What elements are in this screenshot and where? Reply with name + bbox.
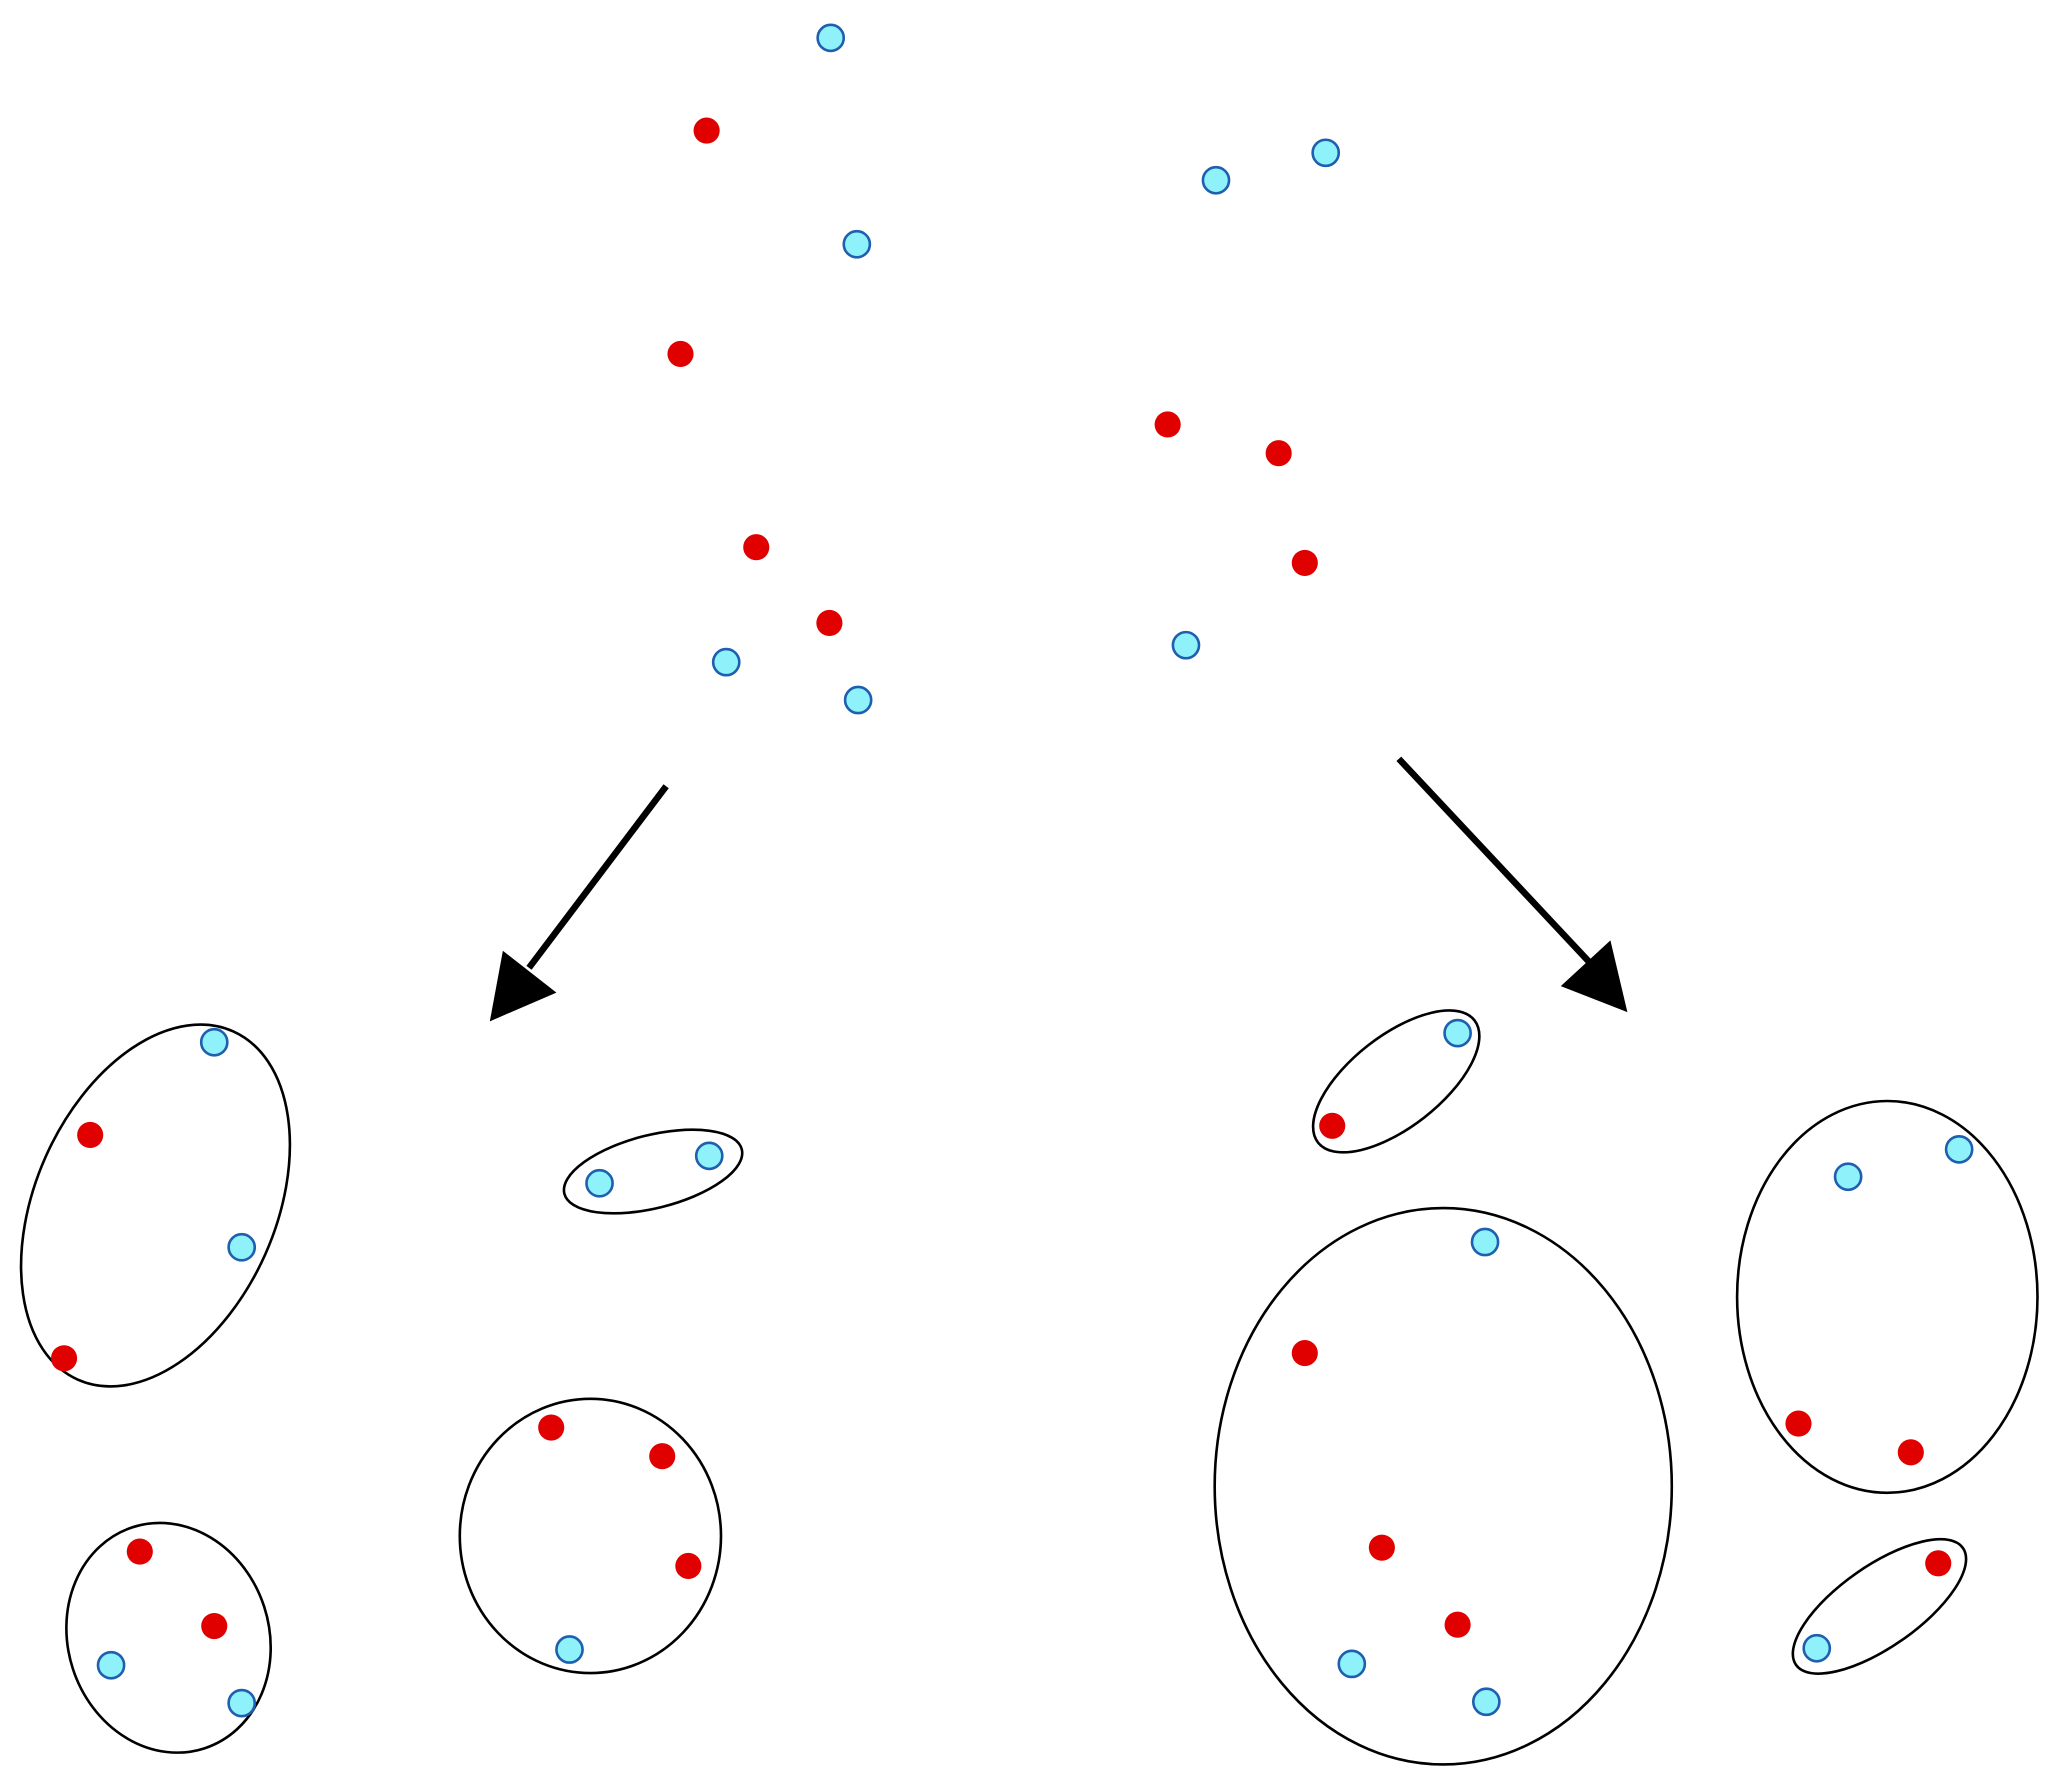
cluster-ellipse	[65, 1521, 273, 1754]
cyan-point	[1337, 1649, 1367, 1679]
arrows	[489, 756, 1628, 1022]
cyan-point	[96, 1650, 126, 1680]
red-point	[1444, 1611, 1471, 1638]
cyan-point	[555, 1635, 584, 1664]
cyan-point	[1470, 1227, 1500, 1257]
cyan-point	[1833, 1162, 1863, 1192]
red-point	[1785, 1410, 1812, 1437]
cyan-point	[227, 1688, 257, 1718]
cluster-ellipse	[458, 1397, 723, 1675]
red-point	[1291, 549, 1318, 576]
red-point	[649, 1443, 676, 1470]
cluster	[1213, 1206, 1674, 1766]
cluster-ellipse	[562, 1128, 744, 1215]
cyan-point	[1471, 1687, 1501, 1717]
cyan-point	[843, 685, 873, 715]
red-point	[1291, 1340, 1318, 1367]
red-point	[675, 1552, 702, 1580]
top-point-cloud	[667, 23, 1341, 715]
cluster	[65, 1521, 273, 1754]
cyan-point	[1201, 165, 1231, 195]
arrow-left	[526, 784, 669, 970]
red-point	[816, 609, 843, 637]
red-point	[1897, 1439, 1924, 1466]
arrow-right-head	[1560, 940, 1628, 1013]
cluster	[19, 1023, 292, 1388]
red-point	[126, 1538, 153, 1565]
red-point	[1154, 411, 1181, 438]
red-point	[1368, 1534, 1395, 1561]
cyan-point	[1171, 630, 1201, 660]
red-point	[77, 1121, 104, 1149]
cyan-point	[1443, 1018, 1472, 1048]
red-point	[1925, 1550, 1952, 1577]
arrow-right	[1396, 756, 1596, 969]
cluster-ellipse	[19, 1023, 292, 1388]
red-point	[1319, 1112, 1346, 1139]
red-point	[201, 1612, 228, 1640]
cluster-ellipse	[1311, 1009, 1481, 1154]
cluster-ellipse	[1791, 1537, 1968, 1675]
cluster	[1311, 1009, 1481, 1154]
cyan-point	[694, 1141, 724, 1171]
cluster	[458, 1397, 723, 1675]
cyan-point	[227, 1232, 257, 1262]
red-point	[538, 1414, 565, 1441]
cluster-ellipse	[1213, 1206, 1674, 1766]
cyan-point	[816, 23, 846, 53]
cluster	[1735, 1099, 2039, 1495]
cyan-point	[1944, 1134, 1974, 1164]
cyan-point	[842, 229, 872, 259]
cyan-point	[199, 1027, 229, 1057]
red-point	[1265, 440, 1292, 467]
cyan-point	[585, 1168, 614, 1198]
cyan-point	[1802, 1633, 1832, 1663]
arrow-left-head	[489, 950, 557, 1022]
cyan-point	[711, 647, 741, 677]
cyan-point	[1311, 138, 1341, 168]
red-point	[50, 1345, 78, 1372]
cluster	[562, 1128, 744, 1215]
cluster	[1791, 1537, 1968, 1675]
red-point	[743, 534, 770, 561]
red-point	[667, 340, 694, 367]
left-partition	[19, 1023, 744, 1754]
right-partition	[1213, 1009, 2039, 1766]
red-point	[693, 117, 720, 144]
cluster-ellipse	[1735, 1099, 2039, 1495]
